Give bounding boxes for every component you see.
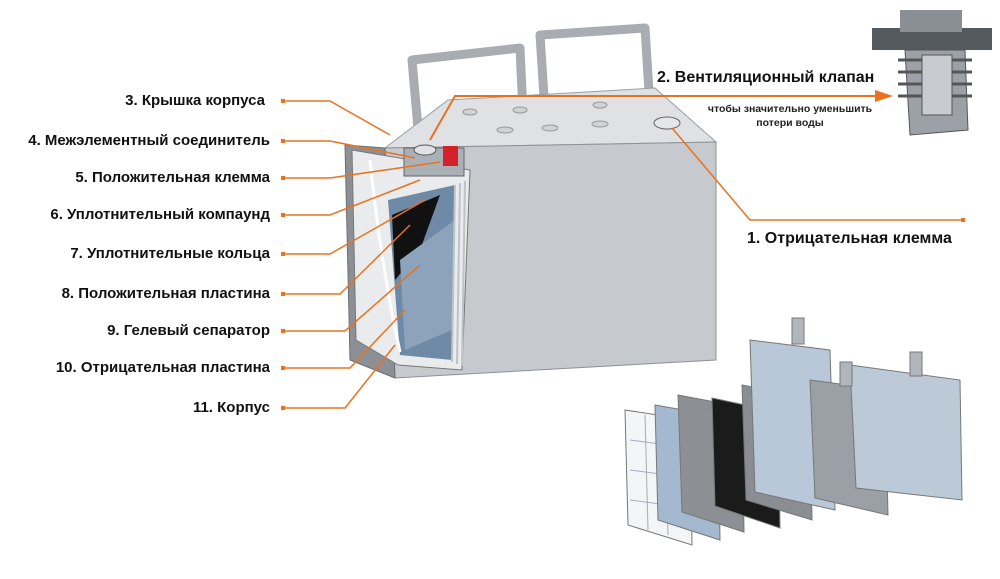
label-negative-terminal: 1. Отрицательная клемма [747, 230, 952, 247]
note-line-1: чтобы значительно уменьшить [707, 103, 873, 115]
exploded-plates [624, 317, 963, 546]
leader-dots [281, 99, 965, 410]
label-sealing-rings: 7. Уплотнительные кольца [70, 245, 270, 262]
vent-valve-note: чтобы значительно уменьшить потери воды [700, 102, 880, 130]
label-negative-plate: 10. Отрицательная пластина [55, 359, 270, 376]
label-cover: 3. Крышка корпуса [125, 92, 265, 109]
arrow-head-icon [875, 90, 893, 102]
leader-lines [283, 95, 963, 409]
note-line-2: потери воды [756, 117, 824, 129]
label-positive-plate: 8. Положительная пластина [61, 285, 270, 302]
battery-handles [407, 23, 655, 136]
vent-valve-cutaway [872, 10, 992, 136]
label-positive-terminal: 5. Положительная клемма [75, 169, 270, 186]
label-sealing-compound: 6. Уплотнительный компаунд [50, 206, 270, 223]
label-vent-valve: 2. Вентиляционный клапан [657, 69, 875, 86]
label-case: 11. Корпус [192, 399, 270, 416]
label-connector: 4. Межэлементный соединитель [28, 132, 270, 149]
label-gel-separator: 9. Гелевый сепаратор [107, 322, 270, 339]
battery-body [344, 87, 718, 379]
